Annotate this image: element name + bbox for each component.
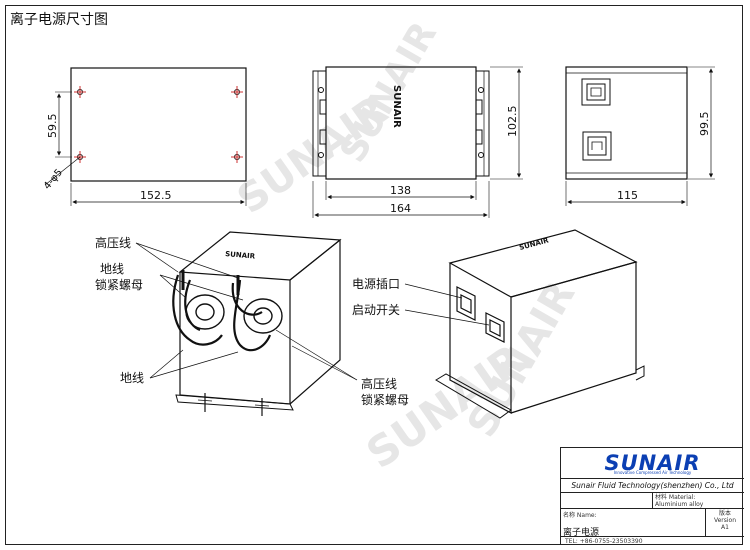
front-view-outline (70, 67, 247, 182)
dim-side-height: 102.5 (506, 106, 519, 138)
label-hv-wire-2: 高压线 (361, 376, 397, 391)
title-block: SUNAIR Innovative Compressed Air Technol… (560, 447, 744, 546)
version-label: 版本 (718, 510, 731, 517)
power-socket-rear (581, 78, 611, 106)
iso2-side (510, 261, 637, 414)
company-name: Sunair Fluid Technology(shenzhen) Co., L… (561, 478, 744, 493)
dim-rear-height: 99.5 (698, 112, 711, 137)
page-title: 离子电源尺寸图 (10, 12, 108, 28)
iso-right-logo: SUNAIR (518, 236, 550, 252)
side-view (312, 66, 523, 218)
iso-top (178, 231, 342, 281)
tb-cell-material: 材料 Material: Aluminium alloy (653, 493, 744, 508)
version-value: A1 (721, 524, 729, 531)
label-ground-wire: 地线 (100, 262, 124, 276)
name-value: 离子电源 (563, 528, 600, 538)
isometric-panel-view (404, 229, 645, 419)
label-lock-nut: 锁紧螺母 (95, 277, 143, 292)
tb-row-1: 材料 Material: Aluminium alloy (561, 492, 744, 508)
label-power-socket: 电源插口 (352, 277, 400, 291)
material-value: Aluminium alloy (655, 501, 704, 508)
tb-cell-version: 版本 Version A1 (706, 509, 744, 536)
label-ground-wire-2: 地线 (120, 371, 144, 385)
dim-side-inner-width: 138 (390, 184, 411, 197)
name-label: 名称 Name: (563, 512, 597, 519)
label-hv-wire: 高压线 (95, 235, 131, 250)
mounting-hole (74, 86, 243, 163)
dim-hole-spacing: 59.5 (46, 114, 59, 139)
tb-cell-blank (561, 493, 653, 508)
drawing-frame (5, 5, 743, 545)
side-view-logo: SUNAIR (391, 85, 402, 128)
start-switch-rear (582, 131, 612, 161)
tb-row-3: TEL: +86-0755-23503390 (561, 536, 744, 546)
rear-view-body (565, 66, 688, 180)
material-label: 材料 Material: (655, 494, 696, 501)
brand-logo: SUNAIR (604, 451, 701, 475)
tb-row-2: 名称 Name: 离子电源 版本 Version A1 (561, 508, 744, 538)
iso-side (289, 238, 341, 405)
isometric-wiring-view (135, 231, 358, 416)
power-socket (456, 286, 476, 321)
brand-slogan: Innovative Compressed Air Technology (613, 470, 692, 475)
rear-view (565, 66, 715, 206)
hv-wire (172, 270, 272, 352)
dim-front-width: 152.5 (140, 189, 172, 202)
front-view (44, 67, 247, 206)
tb-cell-name: 名称 Name: 离子电源 (561, 509, 706, 538)
label-hv-lock-nut: 锁紧螺母 (361, 392, 409, 407)
watermark-4: SUNAIR (332, 15, 445, 169)
iso2-front (449, 263, 512, 415)
dim-hole-spec: 4-φ5 (42, 167, 65, 192)
iso-left-logo: SUNAIR (225, 250, 256, 261)
version-label-en: Version (713, 517, 737, 524)
tel: TEL: +86-0755-23503390 (565, 538, 643, 545)
start-switch (485, 312, 505, 343)
dim-side-outer-width: 164 (390, 202, 411, 215)
dim-rear-width: 115 (617, 189, 638, 202)
label-start-switch: 启动开关 (352, 303, 400, 317)
